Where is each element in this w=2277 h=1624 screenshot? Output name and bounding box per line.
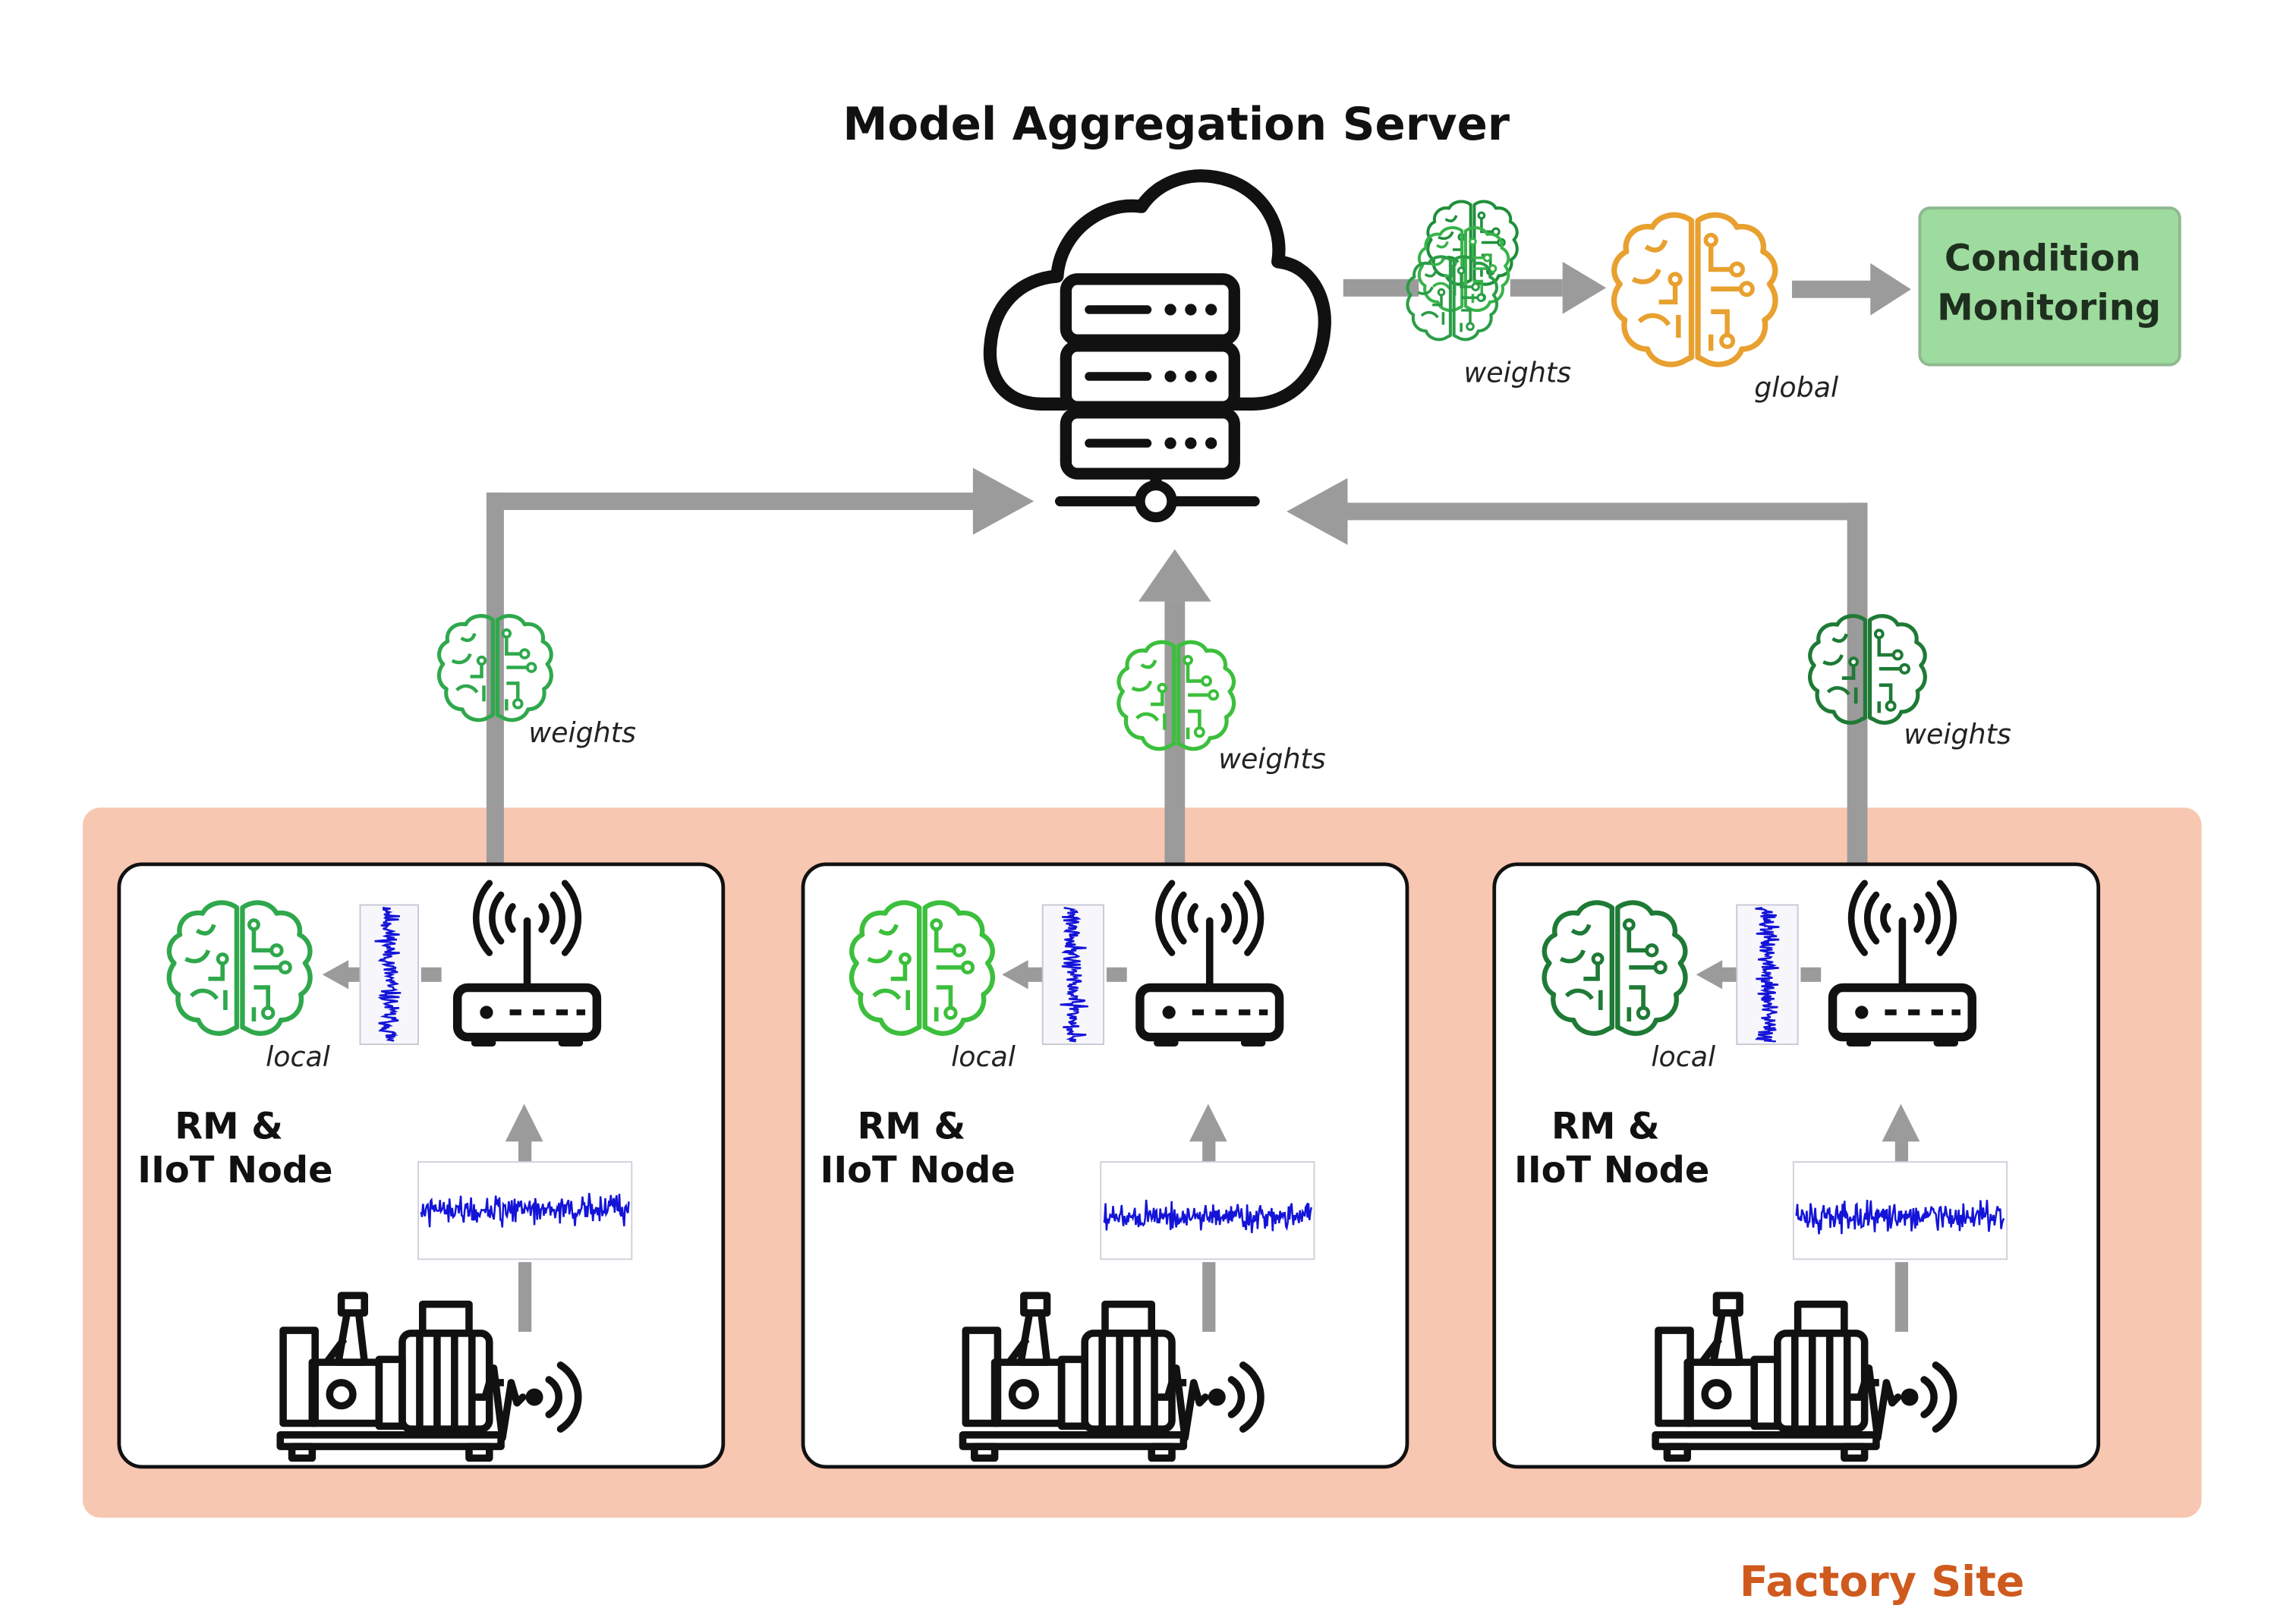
iiot-node-1: local RM & IIoT Node bbox=[117, 862, 726, 1469]
signal-plot-icon bbox=[1755, 907, 1780, 1043]
node-label: RM & IIoT Node bbox=[820, 1106, 1016, 1191]
weights-label-2: weights bbox=[1218, 743, 1326, 776]
iiot-node-2: local RM & IIoT Node bbox=[801, 862, 1409, 1469]
node-label: RM & IIoT Node bbox=[1514, 1106, 1709, 1191]
condition-monitoring-label: Condition Monitoring bbox=[1937, 238, 2161, 329]
local-label: local bbox=[951, 1040, 1016, 1073]
factory-site-label: Factory Site bbox=[1740, 1558, 2025, 1607]
aggregated-weights-brain-icon bbox=[1407, 202, 1516, 340]
global-label: global bbox=[1754, 371, 1838, 404]
signal-plot-icon bbox=[1795, 1199, 2005, 1235]
global-brain-icon bbox=[1614, 215, 1775, 364]
iiot-node-3: local RM & IIoT Node bbox=[1492, 862, 2101, 1469]
local-label: local bbox=[1651, 1040, 1715, 1073]
local-label: local bbox=[266, 1040, 330, 1073]
signal-plot-icon bbox=[1103, 1199, 1312, 1233]
page-title: Model Aggregation Server bbox=[842, 98, 1510, 150]
cloud-server-icon bbox=[983, 169, 1331, 523]
output-arrows bbox=[1343, 261, 1911, 316]
server-weights-label: weights bbox=[1464, 357, 1572, 389]
node-label: RM & IIoT Node bbox=[137, 1106, 332, 1191]
weights-label-1: weights bbox=[528, 716, 636, 749]
weights-label-3: weights bbox=[1904, 718, 2011, 751]
signal-plot-icon bbox=[1060, 907, 1088, 1043]
signal-plot-icon bbox=[374, 907, 402, 1042]
signal-plot-icon bbox=[420, 1192, 630, 1228]
condition-monitoring-box bbox=[1918, 206, 2181, 367]
